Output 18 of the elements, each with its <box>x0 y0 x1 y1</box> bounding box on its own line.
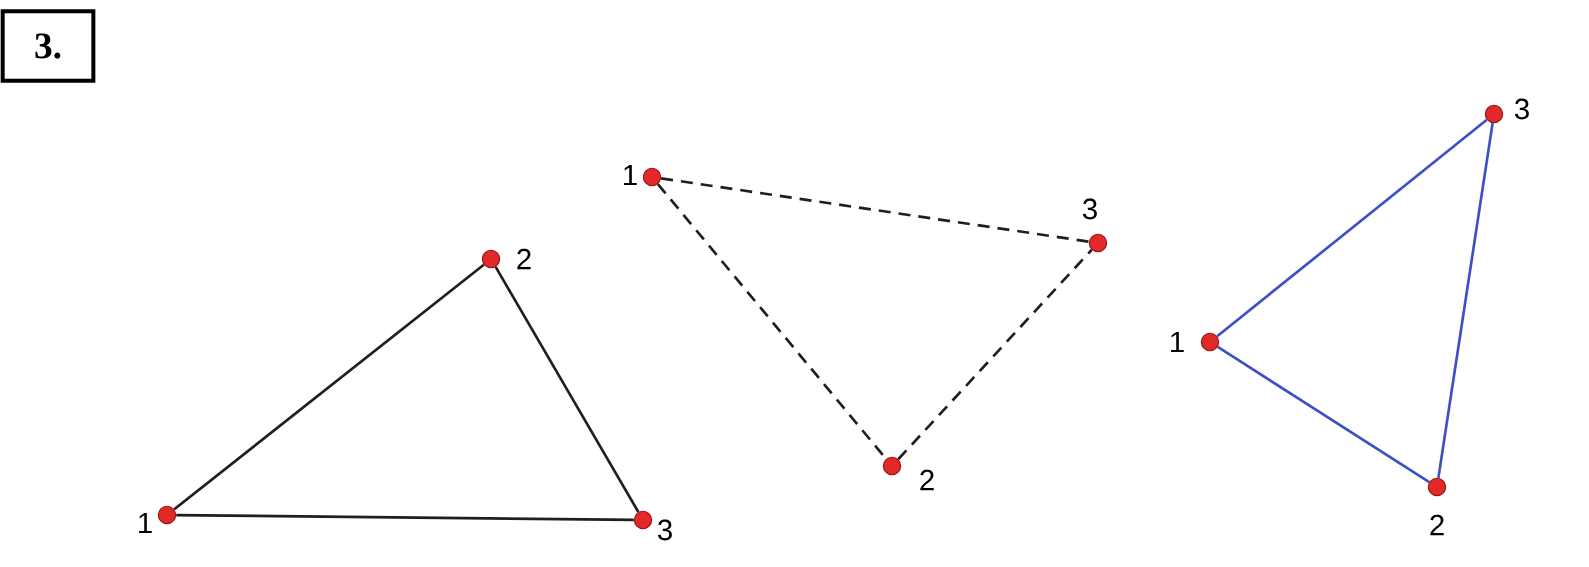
point-number: 2 <box>1430 514 1444 536</box>
triangle-side <box>494 266 640 513</box>
task-number: 3. <box>0 9 96 83</box>
triangle-side <box>1216 118 1488 338</box>
point-number: 2 <box>517 248 531 270</box>
triangle-side <box>1437 122 1494 479</box>
point-number: 1 <box>1171 331 1184 353</box>
point-number: 3 <box>1082 198 1097 220</box>
triangle-side <box>173 263 485 511</box>
point-number: 1 <box>624 164 637 186</box>
triangle-side <box>176 513 634 522</box>
point-number: 2 <box>920 469 934 491</box>
triangle-side <box>897 248 1093 461</box>
triangle-side <box>1217 345 1430 484</box>
triangle-side <box>660 177 1090 243</box>
point-number: 1 <box>139 512 152 534</box>
point-number: 3 <box>657 519 672 541</box>
point-number: 3 <box>1514 98 1529 120</box>
